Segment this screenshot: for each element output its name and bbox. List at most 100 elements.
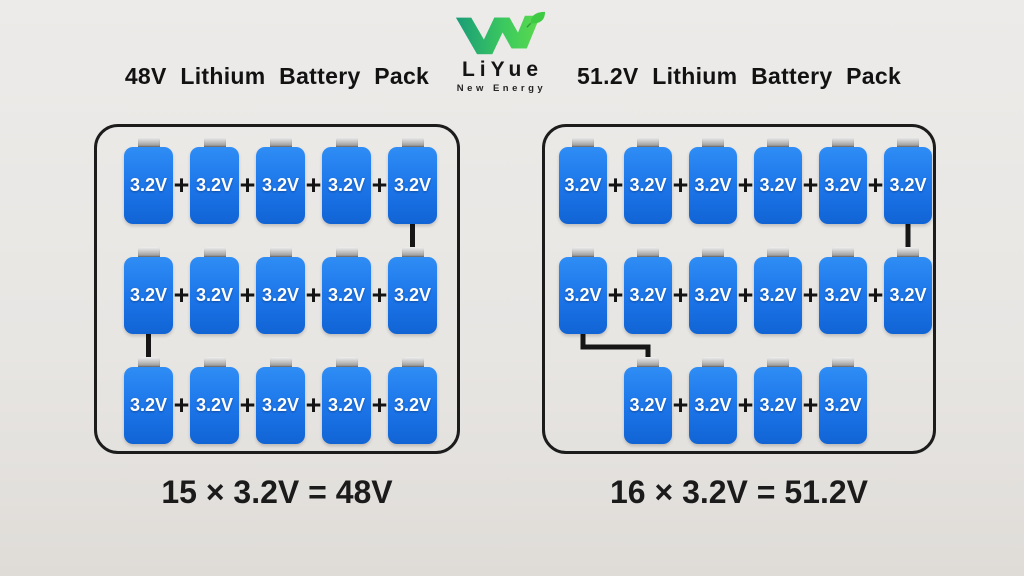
series-wiring-51v [580,222,911,361]
battery-cell-voltage: 3.2V [256,147,305,224]
formula-51v: 16 × 3.2V = 51.2V [610,474,868,510]
battery-terminal-cap [897,137,919,147]
series-plus-connector: + [672,170,689,200]
battery-cell: 3.2V [256,247,305,334]
series-plus-connector: + [305,390,322,420]
battery-cell: 3.2V [322,247,371,334]
series-link-wire [580,332,651,361]
battery-terminal-cap [637,357,659,367]
battery-terminal-cap [702,247,724,257]
battery-cell-voltage: 3.2V [388,147,437,224]
series-plus-connector: + [867,280,884,310]
battery-cell: 3.2V [689,357,737,444]
pack-title-51v: 51.2V Lithium Battery Pack [576,63,902,89]
battery-cell: 3.2V [388,247,437,334]
battery-row: 3.2V+3.2V+3.2V+3.2V+3.2V [124,357,437,444]
battery-cell: 3.2V [124,247,173,334]
battery-terminal-cap [832,247,854,257]
battery-cell-voltage: 3.2V [322,367,371,444]
battery-terminal-cap [269,357,292,367]
battery-cell-voltage: 3.2V [124,367,173,444]
battery-cell-voltage: 3.2V [124,257,173,334]
series-plus-connector: + [173,390,190,420]
battery-cell-voltage: 3.2V [754,367,802,444]
battery-terminal-cap [269,247,292,257]
battery-row: 3.2V+3.2V+3.2V+3.2V+3.2V [124,247,437,334]
series-plus-connector: + [607,170,624,200]
battery-terminal-cap [137,247,160,257]
battery-terminal-cap [702,357,724,367]
battery-cell: 3.2V [388,357,437,444]
battery-cell-voltage: 3.2V [322,147,371,224]
battery-cell-voltage: 3.2V [256,257,305,334]
battery-cell: 3.2V [624,357,672,444]
battery-terminal-cap [637,247,659,257]
series-plus-connector: + [371,390,388,420]
battery-terminal-cap [335,247,358,257]
battery-cell: 3.2V [256,357,305,444]
series-plus-connector: + [239,170,256,200]
battery-terminal-cap [401,357,424,367]
series-plus-connector: + [802,390,819,420]
series-plus-connector: + [371,170,388,200]
battery-cell: 3.2V [624,137,672,224]
battery-cell-voltage: 3.2V [624,257,672,334]
battery-terminal-cap [637,137,659,147]
battery-cell-voltage: 3.2V [624,367,672,444]
brand-subtitle: New Energy [456,83,547,94]
series-plus-connector: + [802,170,819,200]
battery-cell: 3.2V [190,137,239,224]
series-wiring-48v [146,222,415,361]
battery-terminal-cap [767,137,789,147]
series-plus-connector: + [737,280,754,310]
series-plus-connector: + [305,170,322,200]
series-plus-connector: + [672,390,689,420]
brand-name: LiYue [461,58,544,81]
battery-cell: 3.2V [884,247,932,334]
battery-cell: 3.2V [190,247,239,334]
battery-cell: 3.2V [322,357,371,444]
battery-row: 3.2V+3.2V+3.2V+3.2V+3.2V [124,137,437,224]
battery-cell-voltage: 3.2V [388,367,437,444]
battery-terminal-cap [203,137,226,147]
battery-cell: 3.2V [884,137,932,224]
pack-title-48v: 48V Lithium Battery Pack [124,63,430,89]
battery-cell: 3.2V [689,247,737,334]
battery-terminal-cap [702,137,724,147]
liyue-logo-icon [455,11,546,55]
battery-cell-voltage: 3.2V [689,257,737,334]
series-plus-connector: + [867,170,884,200]
series-plus-connector: + [239,390,256,420]
battery-terminal-cap [335,137,358,147]
formula-48v: 15 × 3.2V = 48V [161,474,393,510]
battery-cell: 3.2V [190,357,239,444]
battery-terminal-cap [137,137,160,147]
battery-cell: 3.2V [819,357,867,444]
battery-cell-voltage: 3.2V [819,257,867,334]
battery-cell-voltage: 3.2V [689,147,737,224]
battery-terminal-cap [897,247,919,257]
battery-terminal-cap [203,247,226,257]
series-plus-connector: + [672,280,689,310]
series-plus-connector: + [371,280,388,310]
series-plus-connector: + [802,280,819,310]
battery-cell-voltage: 3.2V [754,147,802,224]
battery-cell-voltage: 3.2V [819,147,867,224]
leaf-icon [530,11,546,24]
battery-terminal-cap [572,247,594,257]
battery-cell: 3.2V [754,137,802,224]
battery-cell: 3.2V [559,137,607,224]
battery-cell: 3.2V [689,137,737,224]
series-plus-connector: + [737,170,754,200]
battery-row: 3.2V+3.2V+3.2V+3.2V+3.2V+3.2V [559,137,932,224]
series-plus-connector: + [607,280,624,310]
series-plus-connector: + [305,280,322,310]
battery-cell-voltage: 3.2V [819,367,867,444]
battery-row: 3.2V+3.2V+3.2V+3.2V+3.2V+3.2V [559,247,932,334]
series-plus-connector: + [173,170,190,200]
brand-logo: LiYue New Energy [412,10,588,94]
battery-cell-voltage: 3.2V [124,147,173,224]
battery-cell-voltage: 3.2V [388,257,437,334]
